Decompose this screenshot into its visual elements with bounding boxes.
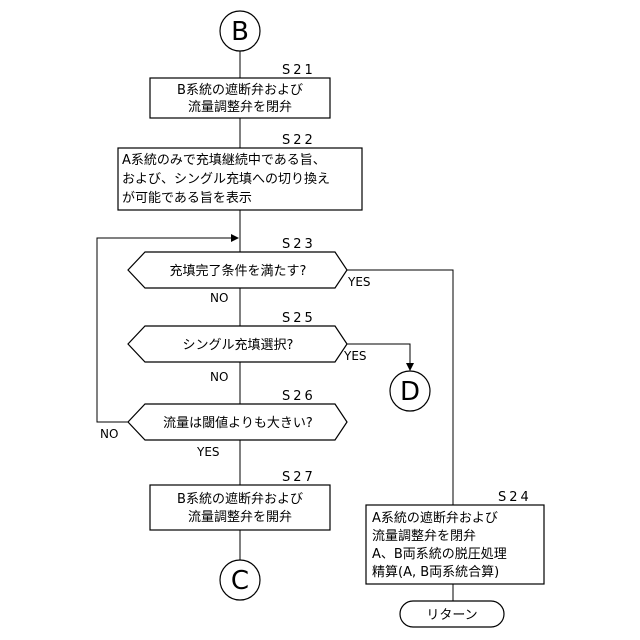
- process-text-s22-line1: A系統のみで充填継続中である旨、: [122, 152, 326, 168]
- decision-s26: 流量は閾値よりも大きい?: [128, 404, 347, 440]
- no-label-s26: NO: [100, 427, 118, 441]
- decision-s25: シングル充填選択?: [128, 326, 347, 362]
- yes-label-s23: YES: [347, 275, 371, 289]
- connector-c-label: C: [231, 566, 249, 596]
- process-text-s27-line1: B系統の遮断弁および: [177, 491, 303, 507]
- step-label-s22: S22: [282, 133, 316, 148]
- return-terminal: リターン: [400, 601, 504, 627]
- decision-s23: 充填完了条件を満たす?: [128, 252, 347, 288]
- process-box-s27: B系統の遮断弁および 流量調整弁を開弁: [150, 485, 330, 530]
- process-text-s24-line3: A、B両系統の脱圧処理: [372, 547, 507, 562]
- process-text-s27-line2: 流量調整弁を開弁: [188, 510, 292, 525]
- connector-c: C: [220, 560, 260, 600]
- decision-text-s26: 流量は閾値よりも大きい?: [163, 415, 313, 431]
- no-label-s23: NO: [210, 291, 228, 305]
- process-text-s24-line1: A系統の遮断弁および: [372, 510, 498, 526]
- yes-label-s26: YES: [196, 445, 220, 459]
- decision-text-s23: 充填完了条件を満たす?: [170, 263, 307, 279]
- step-label-s21: S21: [282, 63, 316, 78]
- step-label-s26: S26: [282, 389, 316, 404]
- connector-b-label: B: [231, 17, 249, 47]
- process-text-s24-line4: 精算(A, B両系統合算): [372, 565, 499, 580]
- connector-d: D: [390, 371, 430, 411]
- step-label-s27: S27: [282, 470, 316, 485]
- no-label-s25: NO: [210, 370, 228, 384]
- step-label-s23: S23: [282, 237, 316, 252]
- process-text-s22-line2: および、シングル充填への切り換え: [122, 171, 330, 187]
- process-text-s22-line3: が可能である旨を表示: [122, 191, 252, 206]
- process-text-s21-line2: 流量調整弁を閉弁: [188, 100, 292, 115]
- yes-label-s25: YES: [343, 349, 367, 363]
- process-box-s21: B系統の遮断弁および 流量調整弁を閉弁: [150, 78, 330, 118]
- return-terminal-label: リターン: [426, 608, 477, 623]
- step-label-s25: S25: [282, 311, 316, 326]
- decision-text-s25: シングル充填選択?: [183, 337, 294, 353]
- process-text-s24-line2: 流量調整弁を閉弁: [372, 529, 476, 544]
- connector-b: B: [220, 11, 260, 51]
- process-box-s22: A系統のみで充填継続中である旨、 および、シングル充填への切り換え が可能である…: [118, 148, 362, 210]
- connector-d-label: D: [400, 377, 420, 407]
- step-label-s24: S24: [498, 490, 532, 505]
- process-box-s24: A系統の遮断弁および 流量調整弁を閉弁 A、B両系統の脱圧処理 精算(A, B両…: [366, 505, 544, 584]
- process-text-s21-line1: B系統の遮断弁および: [177, 82, 303, 98]
